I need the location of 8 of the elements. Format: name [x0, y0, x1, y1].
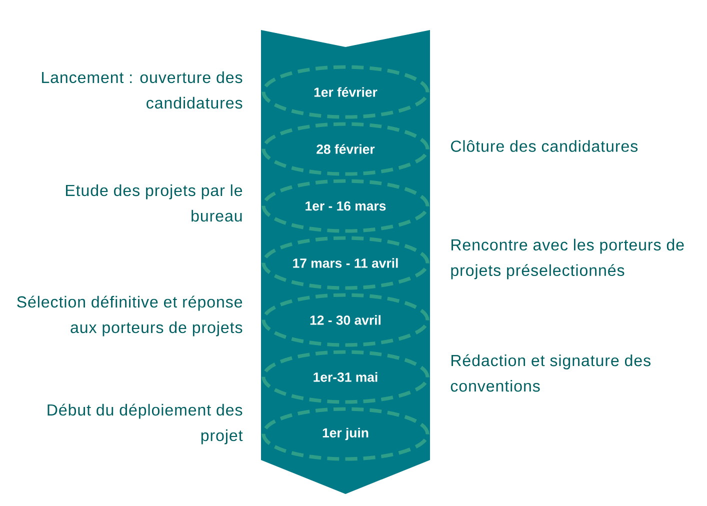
step-description: Clôture des candidatures [451, 140, 638, 152]
step-description: Début du déploiement des projet [48, 404, 243, 444]
step-description: Sélection définitive et réponse aux porteurs de projets [17, 296, 242, 336]
step-description: Rédaction et signature des conventions [450, 354, 650, 392]
step-description: Lancement : ouverture des candidatures [42, 71, 242, 109]
step-description: Etude des projets par le bureau [66, 184, 242, 222]
chevron-band [261, 30, 430, 494]
step-description: Rencontre avec les porteurs de projets préselectionnés [451, 238, 684, 280]
